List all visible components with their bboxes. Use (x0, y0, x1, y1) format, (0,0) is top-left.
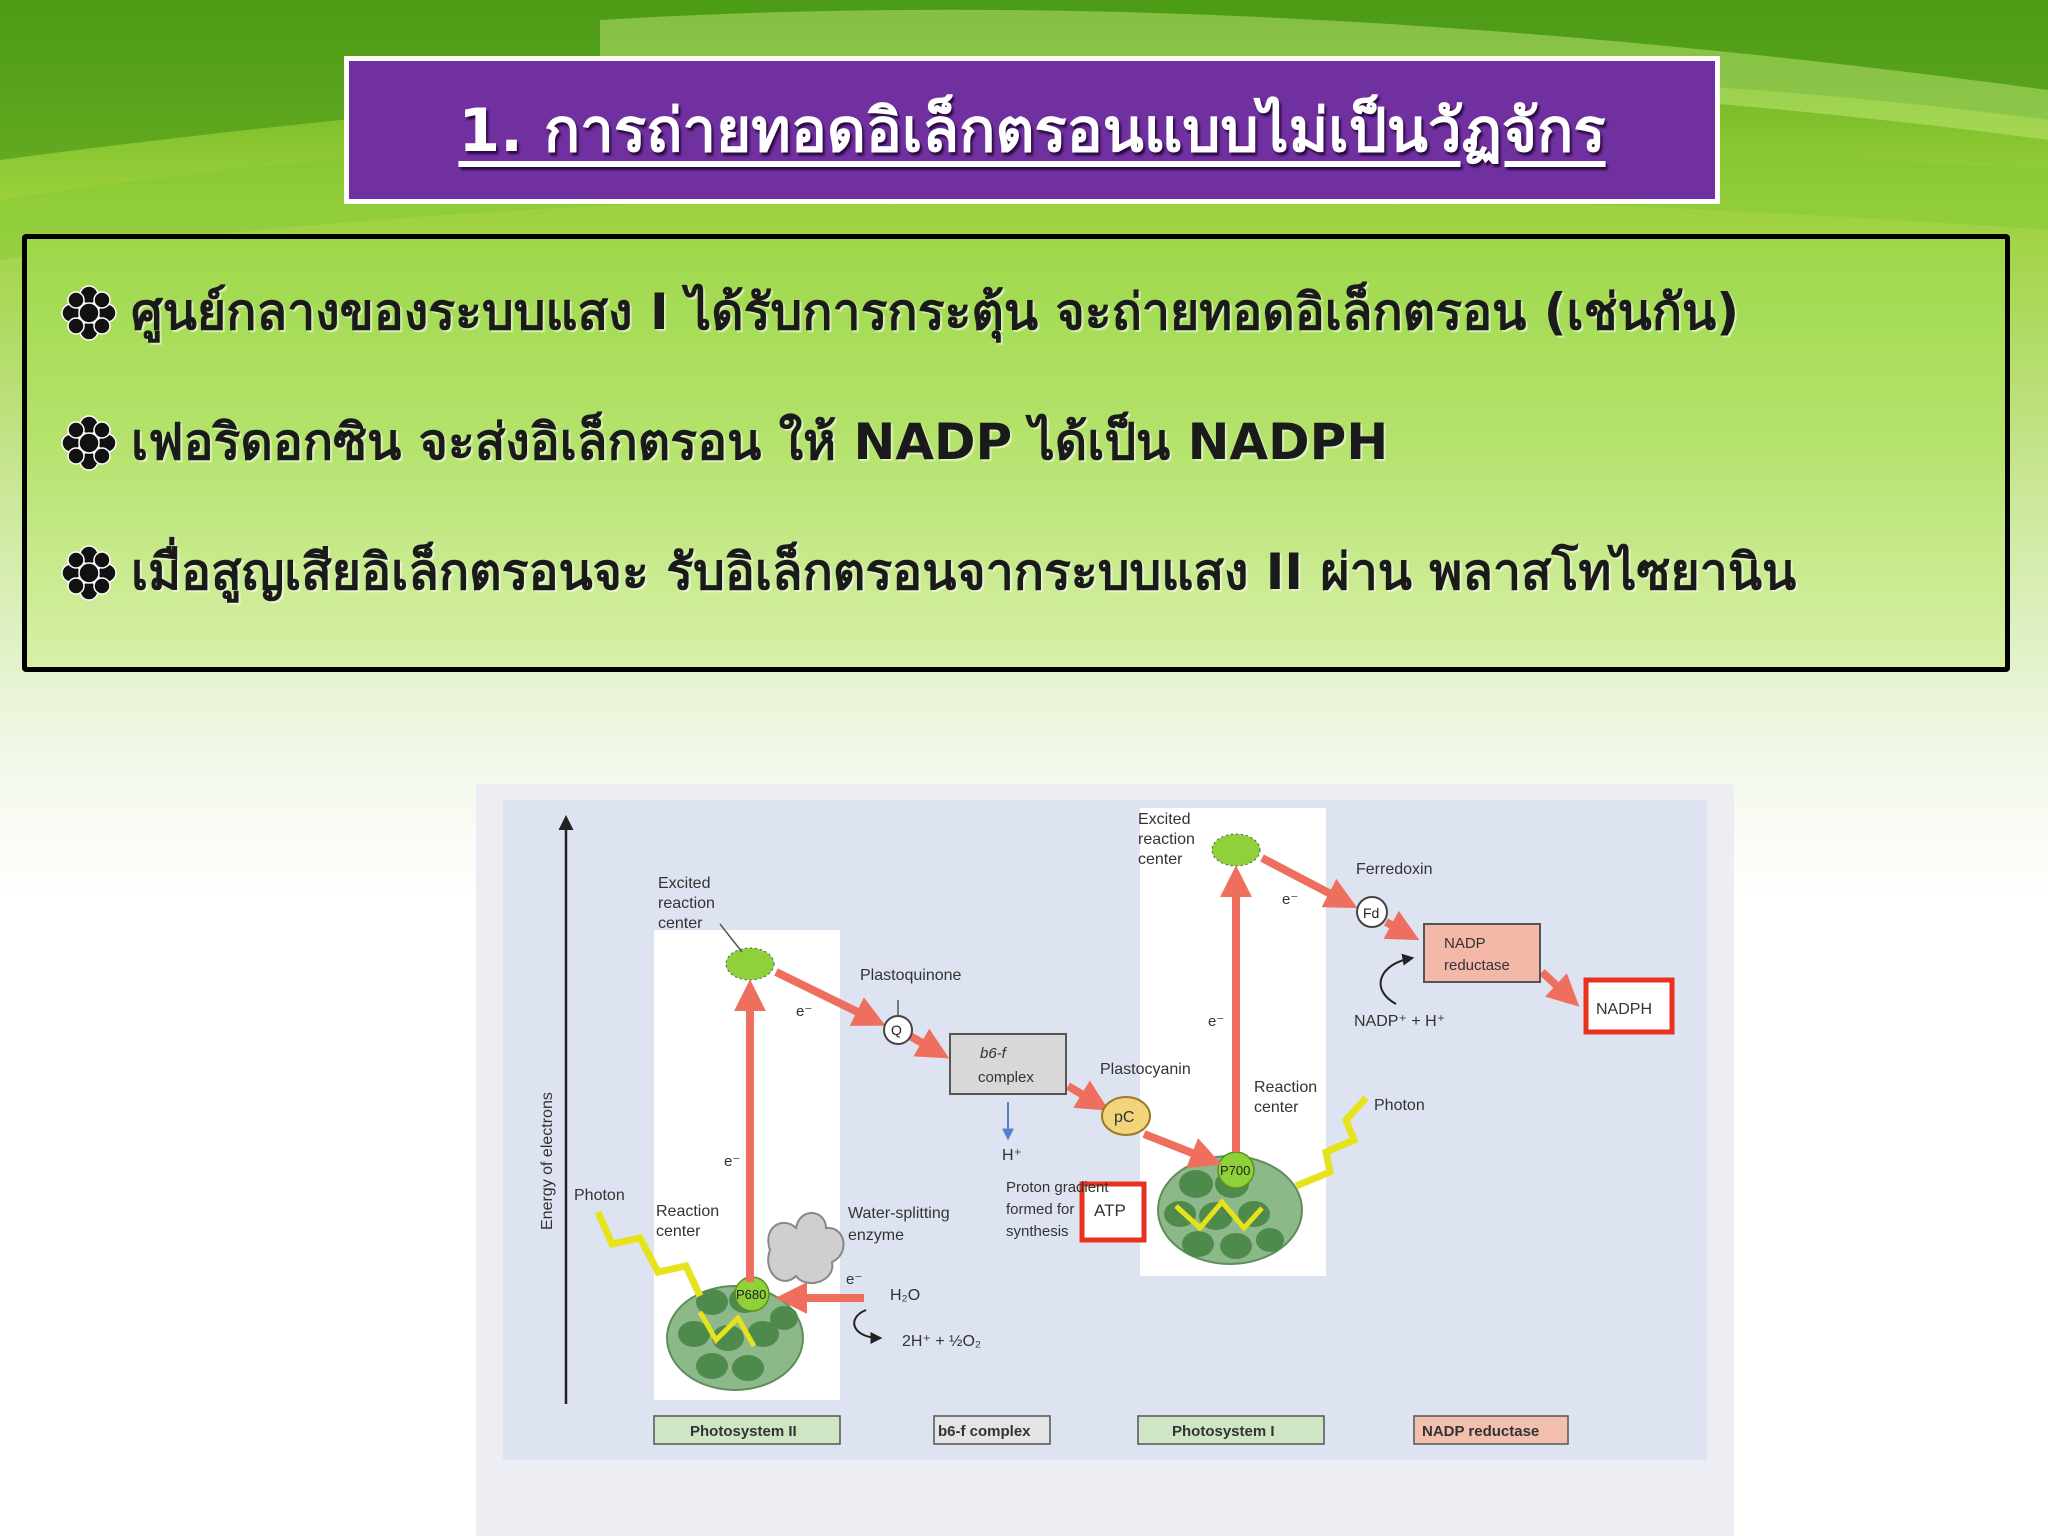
water-splitting-label-2: enzyme (848, 1227, 904, 1244)
excited-rc-ps2-label-2: reaction (658, 895, 715, 912)
bullet-item: เมื่อสูญเสียอิเล็กตรอนจะ รับอิเล็กตรอนจา… (57, 533, 1796, 612)
bottom-label-box-b6f (933, 1415, 1051, 1445)
h2o-label: H₂O (890, 1287, 920, 1304)
electron-label: e⁻ (1208, 1013, 1224, 1030)
starburst-bullet-icon (61, 544, 117, 601)
water-splitting-enzyme-shape (767, 1212, 845, 1285)
b6f-complex-box (949, 1033, 1067, 1095)
bottom-label-box-nadp (1413, 1415, 1569, 1445)
nadp-curve-arrow (1379, 953, 1415, 1005)
photon-ps1-label: Photon (1374, 1097, 1425, 1114)
bottom-label-ps2: Photosystem II (690, 1423, 797, 1440)
proton-gradient-label-2: formed for (1006, 1201, 1074, 1218)
excited-center-ps1 (1211, 833, 1261, 867)
reaction-center-ps1-label-1: Reaction (1254, 1079, 1317, 1096)
arrow-to-p700 (1142, 1130, 1222, 1168)
atp-highlight-box (1079, 1181, 1147, 1243)
plastocyanin-label: Plastocyanin (1100, 1061, 1191, 1078)
p700-label: P700 (1220, 1163, 1250, 1178)
excited-rc-ps1-label-1: Excited (1138, 811, 1190, 828)
bottom-label-box-ps2 (653, 1415, 841, 1445)
nadph-highlight-box (1583, 977, 1675, 1035)
plastoquinone-label: Plastoquinone (860, 967, 962, 984)
excited-rc-ps2-label-1: Excited (658, 875, 710, 892)
electron-label: e⁻ (846, 1271, 862, 1288)
ferredoxin-circle (1356, 896, 1388, 928)
nadp-reductase-label-2: reductase (1444, 957, 1510, 974)
pc-label: pC (1114, 1109, 1134, 1126)
photon-zigzag-ps1 (1294, 1095, 1369, 1190)
ferredoxin-label: Ferredoxin (1356, 861, 1432, 878)
bullet-item: ศูนย์กลางของระบบแสง I ได้รับการกระตุ้น จ… (57, 273, 1739, 352)
proton-gradient-label-1: Proton gradient (1006, 1179, 1109, 1196)
arrow-to-pc (1065, 1080, 1109, 1111)
reaction-center-ps1-label-2: center (1254, 1099, 1299, 1116)
nadp-reductase-label-1: NADP (1444, 935, 1486, 952)
water-splitting-label-1: Water-splitting (848, 1205, 950, 1222)
bottom-label-b6f: b6-f complex (938, 1423, 1031, 1440)
fd-label: Fd (1363, 905, 1379, 921)
bottom-label-ps1: Photosystem I (1172, 1423, 1275, 1440)
p680-label: P680 (736, 1287, 766, 1302)
nadp-h-label: NADP⁺ + H⁺ (1354, 1013, 1445, 1030)
b6f-label-1: b6-f (980, 1045, 1008, 1062)
q-label: Q (891, 1022, 902, 1038)
nadp-reductase-box (1423, 923, 1541, 983)
reaction-center-ps2-label-1: Reaction (656, 1203, 719, 1220)
photon-zigzag-ps2 (594, 1210, 704, 1298)
plastocyanin-circle (1101, 1096, 1151, 1136)
slide-title-box: 1. การถ่ายทอดอิเล็กตรอนแบบไม่เป็นวัฏจักร (344, 56, 1720, 204)
starburst-bullet-icon (61, 414, 117, 471)
electron-label: e⁻ (724, 1153, 740, 1170)
h-plus-label: H⁺ (1002, 1147, 1022, 1164)
excited-center-ps2 (725, 947, 775, 981)
slide-title: 1. การถ่ายทอดอิเล็กตรอนแบบไม่เป็นวัฏจักร (458, 95, 1606, 166)
electron-label: e⁻ (1282, 891, 1298, 908)
nadph-label: NADPH (1596, 1001, 1652, 1018)
photon-zigzag-ps1-inner (1174, 1198, 1264, 1232)
electron-label: e⁻ (796, 1003, 812, 1020)
starburst-bullet-icon (61, 284, 117, 341)
arrow-to-fd (1260, 854, 1358, 908)
arrow-to-nadph (1539, 969, 1580, 1007)
b6f-label-2: complex (978, 1069, 1034, 1086)
arrow-to-b6f (908, 1028, 950, 1059)
bullet-item: เฟอริดอกซิน จะส่งอิเล็กตรอน ให้ NADP ได้… (57, 403, 1388, 482)
bullet-text: เฟอริดอกซิน จะส่งอิเล็กตรอน ให้ NADP ได้… (131, 413, 1389, 471)
bullet-text: เมื่อสูญเสียอิเล็กตรอนจะ รับอิเล็กตรอนจา… (131, 543, 1797, 601)
energy-axis-label: Energy of electrons (539, 1092, 556, 1230)
photon-zigzag-ps2-inner (697, 1310, 757, 1348)
bottom-label-nadp: NADP reductase (1422, 1423, 1539, 1440)
bottom-label-box-ps1 (1137, 1415, 1325, 1445)
proton-gradient-label-3: synthesis (1006, 1223, 1069, 1240)
excited-rc-ps1-label-3: center (1138, 851, 1183, 868)
water-curve-arrow (853, 1309, 883, 1344)
excited-rc-ps2-leader (719, 923, 743, 953)
arrow-to-plastoquinone (774, 968, 886, 1026)
reaction-center-ps2-label-2: center (656, 1223, 701, 1240)
photon-ps2-label: Photon (574, 1187, 625, 1204)
atp-label: ATP (1094, 1201, 1126, 1220)
o2-label: 2H⁺ + ½O₂ (902, 1333, 981, 1350)
bullet-text: ศูนย์กลางของระบบแสง I ได้รับการกระตุ้น จ… (131, 283, 1740, 341)
excited-rc-ps1-label-2: reaction (1138, 831, 1195, 848)
arrow-to-nadp-reductase (1383, 910, 1420, 941)
bullet-list-box: ศูนย์กลางของระบบแสง I ได้รับการกระตุ้น จ… (22, 234, 2010, 672)
excited-rc-ps2-label-3: center (658, 915, 703, 932)
